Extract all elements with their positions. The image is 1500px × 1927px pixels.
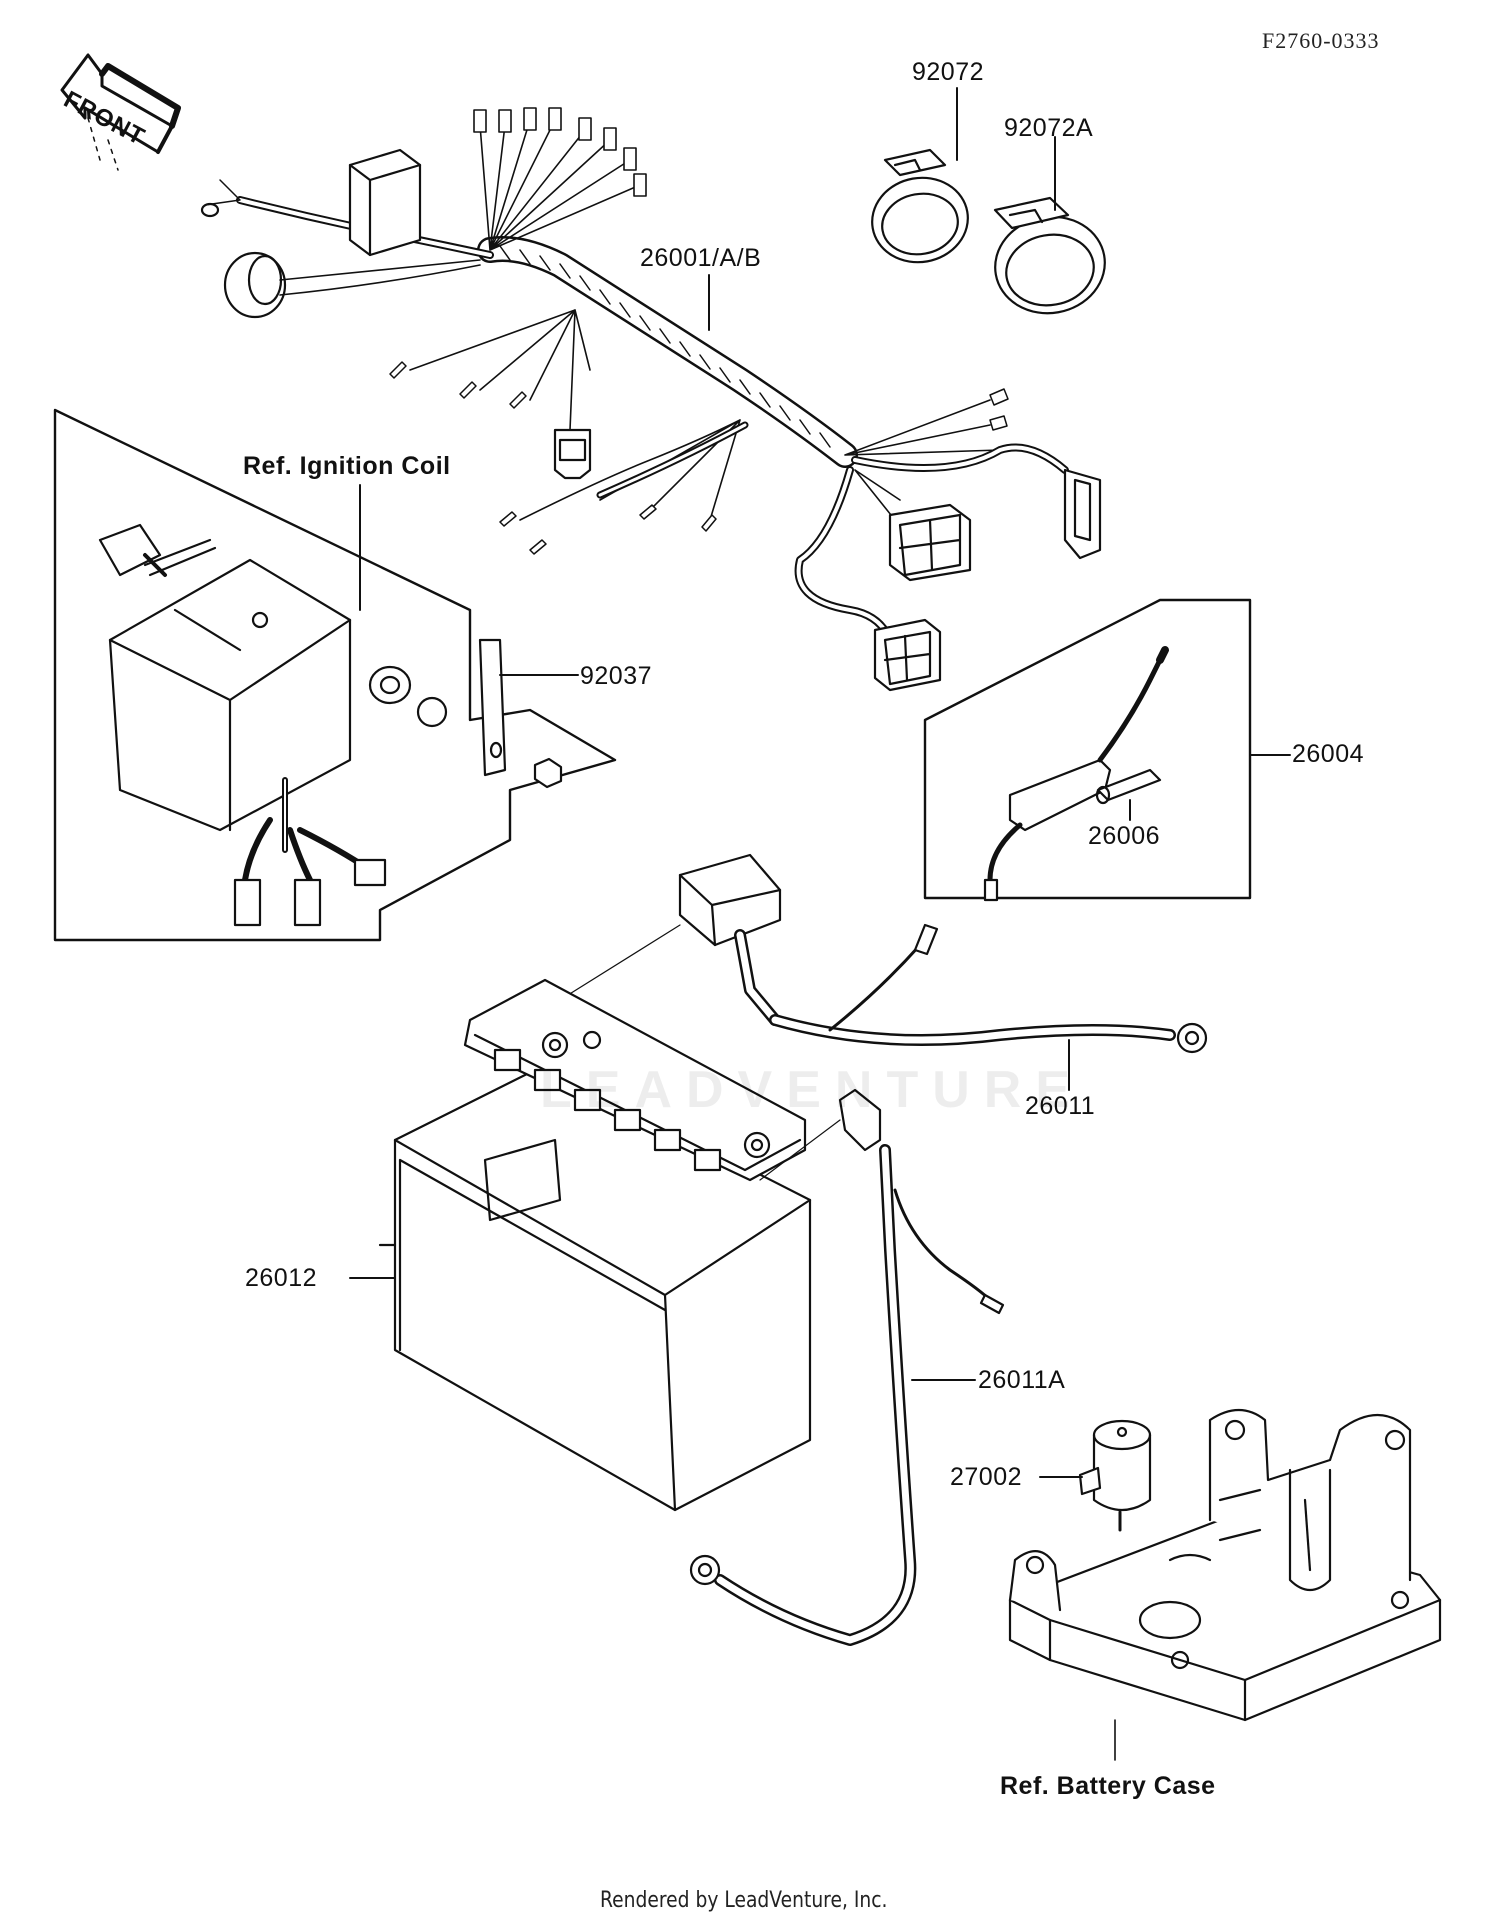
callout-ref-battery-case[interactable]: Ref. Battery Case bbox=[1000, 1772, 1216, 1800]
front-arrow-icon bbox=[62, 55, 178, 170]
watermark: LEADVENTURE bbox=[540, 1061, 1085, 1119]
callout-26001[interactable]: 26001/A/B bbox=[640, 244, 762, 272]
callout-27002[interactable]: 27002 bbox=[950, 1463, 1023, 1491]
wiring-harness-drawing bbox=[202, 108, 1100, 690]
leader-lines bbox=[350, 88, 1290, 1477]
battery-case-drawing bbox=[1010, 1410, 1440, 1760]
callout-26012[interactable]: 26012 bbox=[245, 1264, 318, 1292]
relay-drawing bbox=[1080, 1421, 1150, 1530]
callout-26011a[interactable]: 26011A bbox=[978, 1366, 1066, 1394]
wire-clamp-a-drawing bbox=[988, 198, 1113, 322]
fuse-holder-panel bbox=[925, 600, 1250, 900]
ignition-coil-panel bbox=[55, 410, 615, 940]
callout-ref-ignition-coil[interactable]: Ref. Ignition Coil bbox=[243, 452, 451, 480]
battery-drawing bbox=[380, 980, 810, 1510]
callout-92072a[interactable]: 92072A bbox=[1004, 114, 1094, 142]
callout-26011[interactable]: 26011 bbox=[1025, 1092, 1096, 1120]
footer-credit: Rendered by LeadVenture, Inc. bbox=[600, 1888, 888, 1913]
callout-92072[interactable]: 92072 bbox=[912, 58, 985, 86]
callout-26006[interactable]: 26006 bbox=[1088, 822, 1161, 850]
wire-clamp-drawing bbox=[865, 150, 974, 270]
reference-code: F2760-0333 bbox=[1262, 28, 1380, 53]
negative-cable-drawing bbox=[691, 1090, 1003, 1640]
callout-26004[interactable]: 26004 bbox=[1292, 740, 1365, 768]
callout-92037[interactable]: 92037 bbox=[580, 662, 653, 690]
positive-cable-drawing bbox=[560, 855, 1206, 1052]
